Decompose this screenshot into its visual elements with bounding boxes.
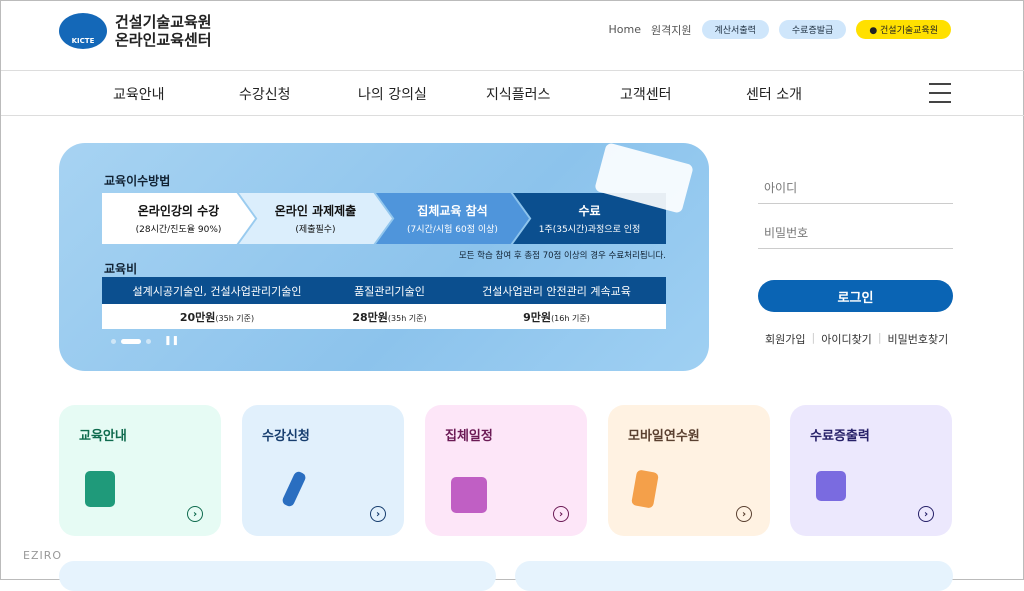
kakao-label: 건설기술교육원 <box>880 26 938 36</box>
nav-item-customer-center[interactable]: 고객센터 <box>620 87 672 103</box>
chevron-right-icon[interactable]: › <box>918 506 934 522</box>
nav-divider <box>1 115 1024 116</box>
user-id-input[interactable]: 아이디 <box>758 170 953 204</box>
main-nav: 교육안내 수강신청 나의 강의실 지식플러스 고객센터 센터 소개 <box>1 71 1024 115</box>
utility-menu: Home 원격지원 계산서출력 수료증발급 ● 건설기술교육원 <box>609 20 951 39</box>
nav-item-enroll[interactable]: 수강신청 <box>239 87 291 103</box>
pen-icon <box>280 470 308 508</box>
certificate-icon <box>816 471 846 501</box>
fee-header: 건설사업관리 안전관리 계속교육 <box>482 284 631 298</box>
nav-item-my-classroom[interactable]: 나의 강의실 <box>358 87 427 103</box>
find-password-link[interactable]: 비밀번호찾기 <box>887 333 949 346</box>
chevron-right-icon[interactable]: › <box>187 506 203 522</box>
find-id-link[interactable]: 아이디찾기 <box>821 333 872 346</box>
watermark: EZIRO <box>23 549 63 562</box>
certificate-issue-button[interactable]: 수료증발급 <box>778 20 847 39</box>
nav-item-knowledge-plus[interactable]: 지식플러스 <box>486 87 551 103</box>
method-title: 교육이수방법 <box>104 174 171 188</box>
fee-value: 20만원(35h 기준) <box>179 310 255 324</box>
card-label: 집체일정 <box>445 429 493 444</box>
fee-value: 9만원(16h 기준) <box>523 310 590 324</box>
main-banner[interactable]: 교육이수방법 온라인강의 수강(28시간/진도율 90%) 온라인 과제제출(제… <box>59 142 709 371</box>
fee-table: 설계시공기술인, 건설사업관리기술인 품질관리기술인 건설사업관리 안전관리 계… <box>102 277 666 329</box>
header-divider <box>1 70 1024 71</box>
step-2: 온라인 과제제출(제출필수) <box>239 193 392 244</box>
chevron-right-icon[interactable]: › <box>553 506 569 522</box>
calendar-icon <box>451 477 487 513</box>
nav-item-education-info[interactable]: 교육안내 <box>113 87 165 103</box>
card-label: 모바일연수원 <box>628 429 700 444</box>
logo-subtitle: 온라인교육센터 <box>115 31 212 49</box>
card-mobile[interactable]: 모바일연수원 › <box>608 405 770 536</box>
pause-icon[interactable]: ❚❚ <box>164 336 180 346</box>
completion-note: 모든 학습 참여 후 총점 70점 이상의 경우 수료처리됩니다. <box>458 251 666 261</box>
step-1: 온라인강의 수강(28시간/진도율 90%) <box>102 193 255 244</box>
login-button[interactable]: 로그인 <box>758 280 953 312</box>
slide-indicator[interactable]: ❚❚ <box>111 336 179 346</box>
slide-dot[interactable] <box>111 338 116 344</box>
kakao-icon: ● <box>869 26 881 36</box>
slide-dot-active[interactable] <box>121 338 141 344</box>
chevron-right-icon[interactable]: › <box>370 506 386 522</box>
card-label: 교육안내 <box>79 429 127 444</box>
card-schedule[interactable]: 집체일정 › <box>425 405 587 536</box>
logo-emblem: KICTE <box>59 13 107 49</box>
fee-header: 품질관리기술인 <box>354 284 425 298</box>
bottom-panel-left <box>59 561 496 591</box>
menu-icon[interactable] <box>929 83 951 103</box>
chevron-right-icon[interactable]: › <box>736 506 752 522</box>
card-enroll[interactable]: 수강신청 › <box>242 405 404 536</box>
card-label: 수강신청 <box>262 429 310 444</box>
document-icon <box>85 471 115 507</box>
card-label: 수료증출력 <box>810 429 870 444</box>
invoice-print-button[interactable]: 계산서출력 <box>701 20 769 39</box>
step-3: 집체교육 참석(7시간/시험 60점 이상) <box>376 193 529 244</box>
card-education-info[interactable]: 교육안내 › <box>59 405 221 536</box>
remote-support-link[interactable]: 원격지원 <box>651 23 692 37</box>
logo-title: 건설기술교육원 <box>115 13 212 31</box>
fee-title: 교육비 <box>104 262 138 276</box>
signup-link[interactable]: 회원가입 <box>765 333 806 346</box>
home-link[interactable]: Home <box>608 23 642 36</box>
card-certificate[interactable]: 수료증출력 › <box>790 405 952 536</box>
nav-item-center-intro[interactable]: 센터 소개 <box>746 87 802 103</box>
password-input[interactable]: 비밀번호 <box>758 215 953 249</box>
mobile-icon <box>631 469 659 509</box>
account-links: 회원가입| 아이디찾기| 비밀번호찾기 <box>765 331 949 346</box>
fee-value: 28만원(35h 기준) <box>352 310 427 324</box>
kakao-channel-button[interactable]: ● 건설기술교육원 <box>856 20 951 39</box>
slide-dot[interactable] <box>146 338 151 344</box>
completion-steps: 온라인강의 수강(28시간/진도율 90%) 온라인 과제제출(제출필수) 집체… <box>102 193 666 244</box>
fee-header: 설계시공기술인, 건설사업관리기술인 <box>132 284 302 298</box>
bottom-panel-right <box>515 561 953 591</box>
